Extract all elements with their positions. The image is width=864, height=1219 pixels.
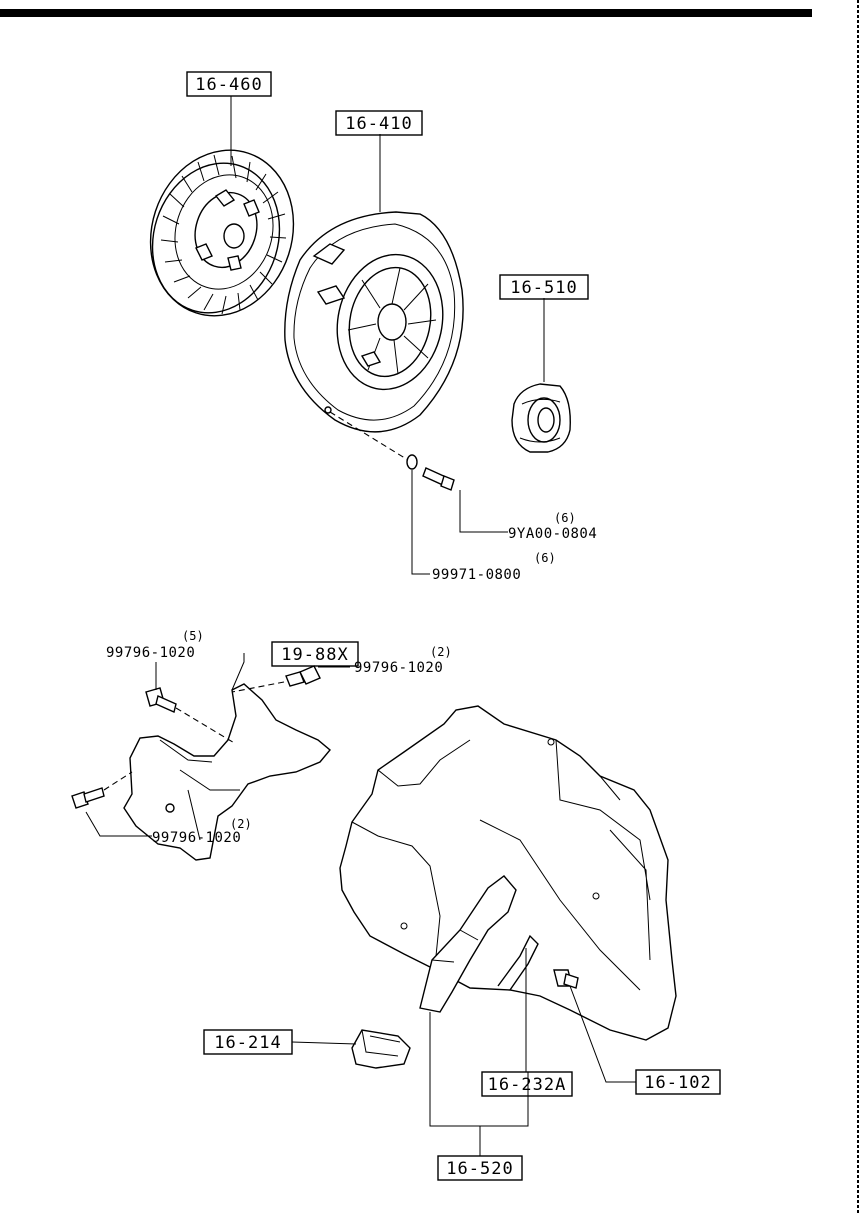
part-qty: (6) <box>534 551 556 565</box>
plate-dashed-lines <box>103 681 285 791</box>
part-qty: (2) <box>430 645 452 659</box>
callout-16-102: 16-102 <box>635 1069 721 1095</box>
plate-bolts-drawing <box>71 665 321 809</box>
callout-16-460: 16-460 <box>186 71 272 97</box>
bolt-drawing <box>422 467 455 491</box>
part-number: 9YA00-0804 <box>508 526 597 542</box>
release-bearing-drawing <box>511 383 571 453</box>
callout-label: 16-410 <box>345 114 412 134</box>
callout-16-520: 16-520 <box>437 1155 523 1181</box>
pivot-bolt-drawing <box>553 969 579 989</box>
release-fork-drawing <box>419 875 517 1013</box>
part-number: 99796-1020 <box>354 660 443 676</box>
callout-label: 16-232A <box>488 1075 567 1095</box>
part-label-99796-1020-top: (5) 99796-1020 <box>106 629 204 661</box>
fork-bushing-drawing <box>351 1029 411 1069</box>
callout-label: 16-510 <box>510 278 577 298</box>
callout-19-88X: 19-88X <box>271 641 359 667</box>
callout-label: 16-102 <box>644 1073 711 1093</box>
top-border-bar <box>0 9 812 17</box>
callout-label: 16-214 <box>214 1033 281 1053</box>
callout-16-510: 16-510 <box>499 274 589 300</box>
dust-plate-drawing <box>123 683 331 861</box>
spring-drawing <box>497 934 539 991</box>
clutch-cover-drawing <box>284 211 464 433</box>
washer-drawing <box>406 454 418 470</box>
callout-label: 16-460 <box>195 75 262 95</box>
part-qty: (2) <box>230 817 252 831</box>
part-label-99796-1020-right: (2) 99796-1020 <box>354 645 452 676</box>
callout-16-410: 16-410 <box>335 110 423 136</box>
part-label-99796-1020-bottom: (2) 99796-1020 <box>152 817 252 846</box>
callout-label: 16-520 <box>446 1159 513 1179</box>
transaxle-case-drawing <box>339 705 677 1041</box>
part-number: 99796-1020 <box>152 830 241 846</box>
leader-lines <box>85 96 636 1156</box>
cover-bolt-dashed-line <box>329 411 409 461</box>
callout-label: 19-88X <box>281 645 348 665</box>
part-label-99971-0800: (6) 99971-0800 <box>432 551 556 583</box>
callout-16-232A: 16-232A <box>481 1071 573 1097</box>
part-number: 99796-1020 <box>106 645 195 661</box>
part-label-9ya00-0804: (6) 9YA00-0804 <box>508 511 597 542</box>
clutch-disc-drawing <box>149 149 295 317</box>
part-qty: (6) <box>554 511 576 525</box>
part-number: 99971-0800 <box>432 567 521 583</box>
callout-16-214: 16-214 <box>203 1029 293 1055</box>
part-qty: (5) <box>182 629 204 643</box>
